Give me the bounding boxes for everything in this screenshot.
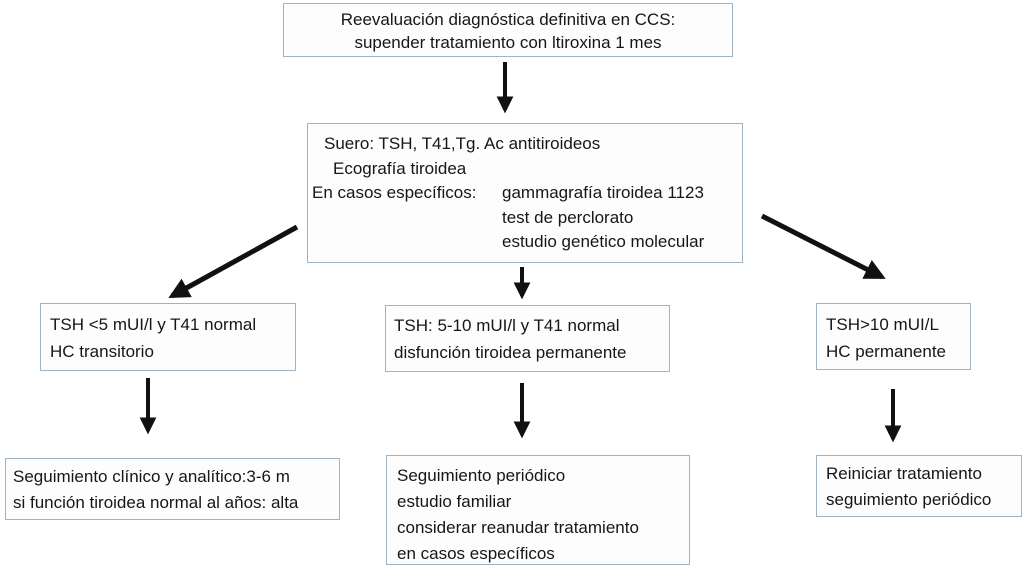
node-text-line: estudio genético molecular xyxy=(502,232,705,251)
node-text-line: HC transitorio xyxy=(50,342,154,361)
node-text-line: disfunción tiroidea permanente xyxy=(394,343,627,362)
node-pruebas-diagnosticas: Suero: TSH, T41,Tg. Ac antitiroideos Eco… xyxy=(307,123,743,263)
node-seguimiento-periodico: Seguimiento periódico estudio familiar c… xyxy=(386,455,690,565)
node-text-value: gammagrafía tiroidea 1123 xyxy=(502,183,704,202)
node-text-line: seguimiento periódico xyxy=(826,490,992,509)
node-tsh-mayor-10: TSH>10 mUI/L HC permanente xyxy=(816,303,971,370)
node-text-line: Seguimiento periódico xyxy=(397,466,566,485)
node-text-line: TSH <5 mUI/l y T41 normal xyxy=(50,315,257,334)
node-text-line: HC permanente xyxy=(826,342,947,361)
node-text-line: si función tiroidea normal al años: alta xyxy=(13,493,299,512)
node-text-line: Seguimiento clínico y analítico:3-6 m xyxy=(13,467,290,486)
node-text-line: TSH: 5-10 mUI/l y T41 normal xyxy=(394,316,620,335)
node-text-line: test de perclorato xyxy=(502,207,634,227)
node-text-line: Reiniciar tratamiento xyxy=(826,464,982,483)
node-tsh-menor-5: TSH <5 mUI/l y T41 normal HC transitorio xyxy=(40,303,296,371)
node-tsh-5-10: TSH: 5-10 mUI/l y T41 normal disfunción … xyxy=(385,305,670,372)
node-reiniciar-tratamiento: Reiniciar tratamiento seguimiento periód… xyxy=(816,455,1022,517)
node-text-line: estudio familiar xyxy=(397,492,512,511)
node-text-label: En casos específicos: xyxy=(312,183,477,202)
node-text-line: en casos específicos xyxy=(397,544,555,563)
node-text-line: Reevaluación diagnóstica definitiva en C… xyxy=(340,10,676,29)
node-reevaluacion-diagnostica: Reevaluación diagnóstica definitiva en C… xyxy=(283,3,733,57)
node-text-line: En casos específicos: gammagrafía tiroide… xyxy=(312,181,738,206)
node-text-line: supender tratamiento con ltiroxina 1 mes xyxy=(354,33,662,52)
node-text-line: TSH>10 mUI/L xyxy=(826,315,939,334)
node-seguimiento-clinico: Seguimiento clínico y analítico:3-6 m si… xyxy=(5,458,340,520)
node-text-line: Suero: TSH, T41,Tg. Ac antitiroideos xyxy=(324,134,601,153)
node-text-line: considerar reanudar tratamiento xyxy=(397,518,639,537)
node-text-line: Ecografía tiroidea xyxy=(333,158,467,178)
arrow-tests-to-left_mid xyxy=(168,224,299,299)
arrow-tests-to-right_mid xyxy=(760,213,886,280)
